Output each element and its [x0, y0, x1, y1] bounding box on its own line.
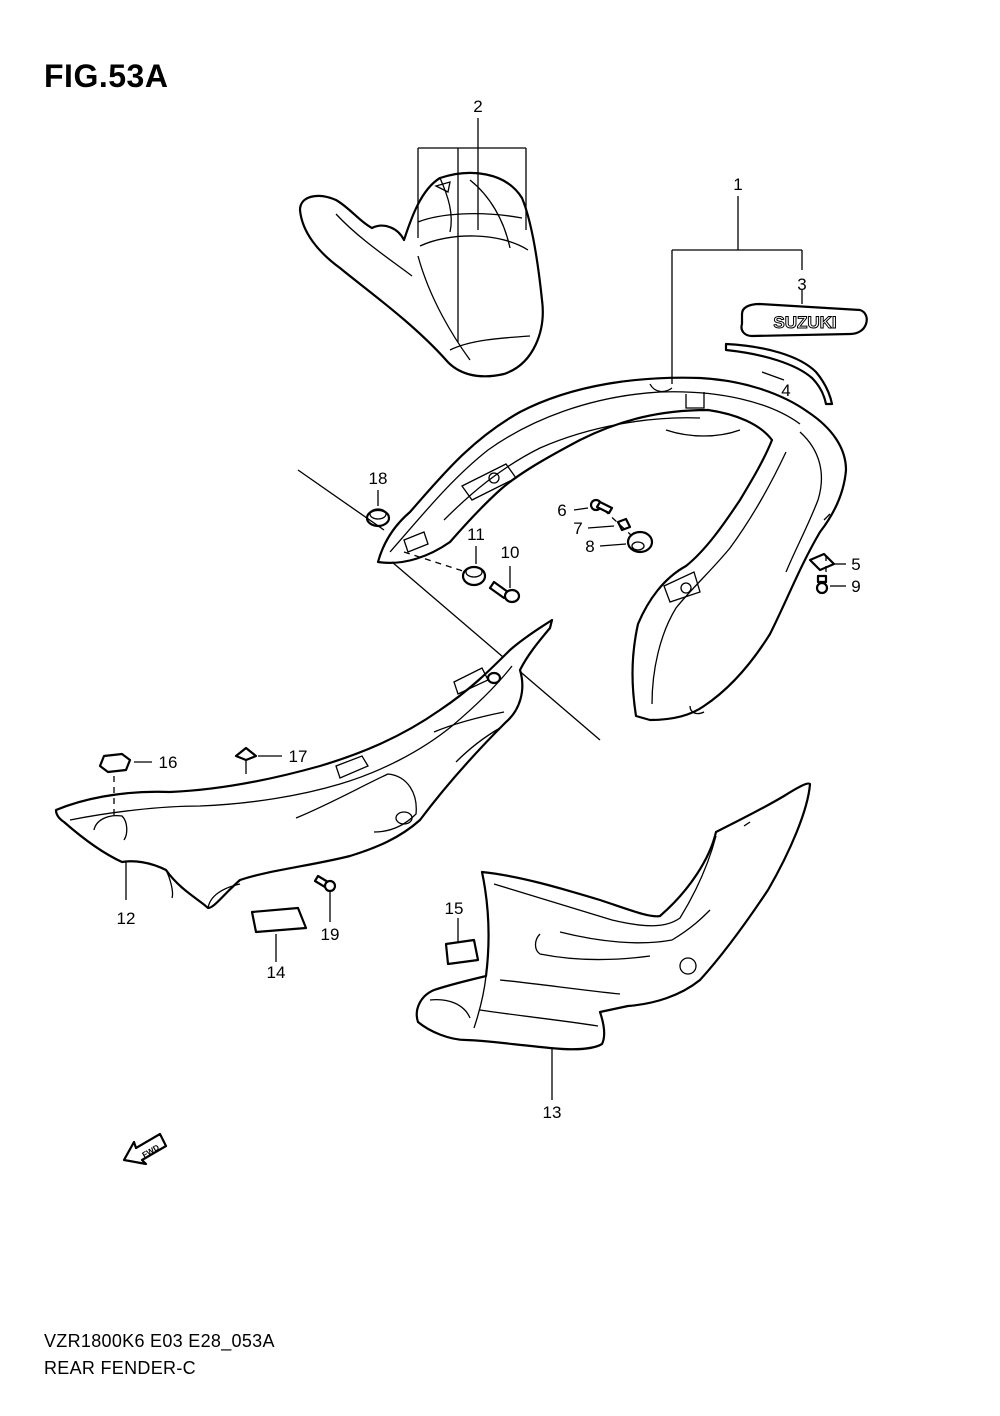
part-7-collar: [587, 517, 632, 532]
callout-18: 18: [369, 469, 388, 488]
part-11-grommet: [461, 546, 487, 587]
part-12-inner-frame: [54, 618, 554, 910]
leader-part-2: [417, 118, 527, 342]
part-8-grommet: [599, 530, 654, 554]
part-14-pad: [250, 906, 308, 962]
part-16-grommet: [98, 752, 152, 816]
callout-5: 5: [851, 555, 860, 574]
callout-19: 19: [321, 925, 340, 944]
callout-14: 14: [267, 963, 286, 982]
guide-line-b: [391, 561, 601, 741]
callout-10: 10: [501, 543, 520, 562]
callout-13: 13: [543, 1103, 562, 1122]
part-9-screw: [815, 574, 846, 595]
part-17-push-rivet: [234, 746, 282, 774]
leader-part-1: [671, 196, 803, 384]
callout-4: 4: [781, 381, 790, 400]
callout-11: 11: [467, 525, 485, 544]
part-1-tail-cover: [376, 376, 848, 722]
part-6-screw: [573, 498, 614, 515]
callout-6: 6: [557, 501, 566, 520]
figure-title: FIG.53A: [44, 58, 169, 94]
callout-3: 3: [797, 275, 806, 294]
callout-2: 2: [473, 97, 482, 116]
callout-17: 17: [289, 747, 308, 766]
part-15-pad: [444, 918, 480, 966]
fwd-arrow-icon: FWD: [122, 1132, 168, 1166]
part-13-side-cover: [415, 782, 812, 1100]
part-10-bolt: [488, 566, 521, 604]
callout-9: 9: [851, 577, 860, 596]
part-5-clip-nut: [808, 552, 846, 572]
callout-1: 1: [733, 175, 742, 194]
callout-8: 8: [585, 537, 594, 556]
callout-16: 16: [159, 753, 178, 772]
callout-labels: 1 2 3 4 5 6 7 8 9 10 11 12 13 14 15 16 1…: [117, 97, 861, 1122]
part-19-screw: [313, 874, 337, 922]
part-3-suzuki-emblem: SUZUKI: [740, 290, 868, 338]
section-name: REAR FENDER-C: [44, 1358, 196, 1378]
guide-line-a: [297, 469, 385, 531]
suzuki-decal-text: SUZUKI: [773, 313, 836, 332]
part-2-seat-cowl: [298, 171, 544, 378]
part-4-trim-strip: [724, 342, 834, 406]
callout-7: 7: [573, 519, 582, 538]
callout-15: 15: [445, 899, 464, 918]
model-code: VZR1800K6 E03 E28_053A: [44, 1331, 275, 1351]
callout-12: 12: [117, 909, 136, 928]
